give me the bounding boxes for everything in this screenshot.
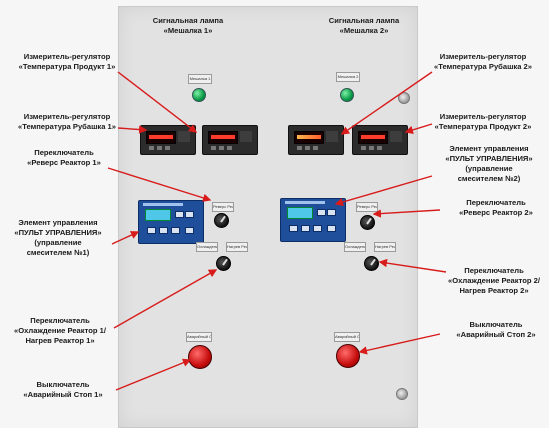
reverse2-switch-knob: [360, 215, 375, 230]
label-temp-product1: Измеритель-регулятор«Температура Продукт…: [18, 52, 116, 71]
panel-screw: [398, 92, 410, 104]
arrow-temp-jacket2: [340, 71, 433, 135]
label-coolheat2: Переключатель«Охлаждение Реактор 2/ Нагр…: [448, 266, 540, 295]
arrow-reverse2: [372, 209, 441, 218]
label-temp-jacket2: Измеритель-регулятор«Температура Рубашка…: [433, 52, 532, 71]
label-estop2: Выключатель«Аварийный Стоп 2»: [456, 320, 536, 339]
arrow-reverse1: [107, 167, 212, 202]
mixer1-nameplate: Мешалка 1: [188, 74, 212, 84]
panel-screw: [396, 388, 408, 400]
label-control1: Элемент управления«ПУЛЬТ УПРАВЛЕНИЯ» (уп…: [14, 218, 102, 257]
arrow-control2: [334, 175, 433, 207]
arrow-temp-product1: [117, 71, 198, 133]
coolheat2-switch-knob: [364, 256, 379, 271]
arrow-estop1: [115, 358, 192, 391]
arrow-estop2: [358, 333, 441, 355]
control-panel-1: [138, 200, 204, 244]
estop1-button: [188, 345, 212, 369]
coolheat1-switch-knob: [216, 256, 231, 271]
arrow-control1: [111, 231, 140, 245]
estop1-nameplate: Аварийный Стоп 1: [186, 332, 212, 342]
label-temp-product2: Измеритель-регулятор«Температура Продукт…: [434, 112, 532, 131]
mixer1-signal-lamp: [192, 88, 206, 102]
reverse2-nameplate: Реверс Реактор 2: [356, 202, 378, 212]
reverse1-nameplate: Реверс Реактор 1: [212, 202, 234, 212]
jacket1-temperature-meter: [140, 125, 196, 155]
arrow-coolheat2: [378, 258, 447, 273]
arrow-temp-jacket1: [117, 125, 148, 134]
product2-temperature-meter: [352, 125, 408, 155]
label-coolheat1: Переключатель«Охлаждение Реактор 1/ Нагр…: [14, 316, 106, 345]
estop2-button: [336, 344, 360, 368]
mixer2-nameplate: Мешалка 2: [336, 72, 360, 82]
arrow-temp-product2: [404, 123, 433, 134]
label-estop1: Выключатель«Аварийный Стоп 1»: [23, 380, 103, 399]
label-reverse2: Переключатель«Реверс Реактор 2»: [459, 198, 533, 217]
arrow-coolheat1: [113, 269, 218, 329]
label-control2: Элемент управления«ПУЛЬТ УПРАВЛЕНИЯ» (уп…: [445, 144, 533, 183]
cool2-nameplate: Охлаждение Реактор 2: [344, 242, 366, 252]
label-lamp1: Сигнальная лампа«Мешалка 1»: [152, 16, 224, 35]
heat2-nameplate: Нагрев Реактор 2: [374, 242, 396, 252]
mixer2-signal-lamp: [340, 88, 354, 102]
label-temp-jacket1: Измеритель-регулятор«Температура Рубашка…: [17, 112, 116, 131]
label-lamp2: Сигнальная лампа«Мешалка 2»: [328, 16, 400, 35]
estop2-nameplate: Аварийный Стоп 2: [334, 332, 360, 342]
label-reverse1: Переключатель«Реверс Реактор 1»: [27, 148, 101, 167]
jacket2-temperature-meter: [288, 125, 344, 155]
cool1-nameplate: Охлаждение Реактор 1: [196, 242, 218, 252]
product1-temperature-meter: [202, 125, 258, 155]
heat1-nameplate: Нагрев Реактор 1: [226, 242, 248, 252]
reverse1-switch-knob: [214, 213, 229, 228]
